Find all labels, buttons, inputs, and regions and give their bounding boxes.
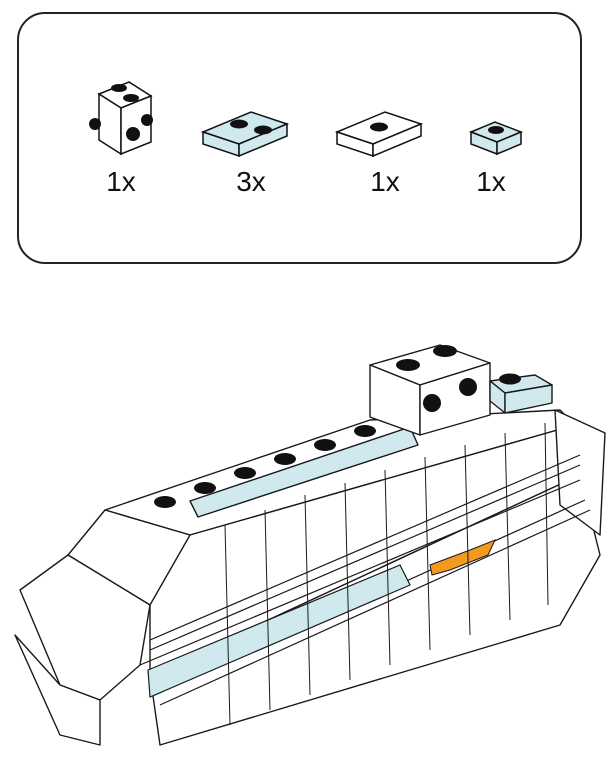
part-2-quantity: 3x xyxy=(236,166,266,197)
parts-list-panel: 1x 3x 1x 1x xyxy=(17,12,582,264)
plate-1x1-icon xyxy=(468,121,524,156)
assembled-model xyxy=(0,305,615,753)
jumper-plate-icon xyxy=(335,111,424,158)
brick-side-studs-icon xyxy=(89,81,153,156)
plate-1x2-icon xyxy=(201,111,290,158)
part-light-blue-plate-1x2 xyxy=(201,102,321,242)
part-3-quantity: 1x xyxy=(370,166,400,197)
part-brick-side-studs xyxy=(71,74,191,214)
part-1-quantity: 1x xyxy=(106,166,136,197)
part-jumper-plate xyxy=(335,102,455,242)
part-light-blue-plate-1x1 xyxy=(465,106,585,246)
part-4-quantity: 1x xyxy=(476,166,506,197)
ship-model-illustration xyxy=(14,344,606,746)
